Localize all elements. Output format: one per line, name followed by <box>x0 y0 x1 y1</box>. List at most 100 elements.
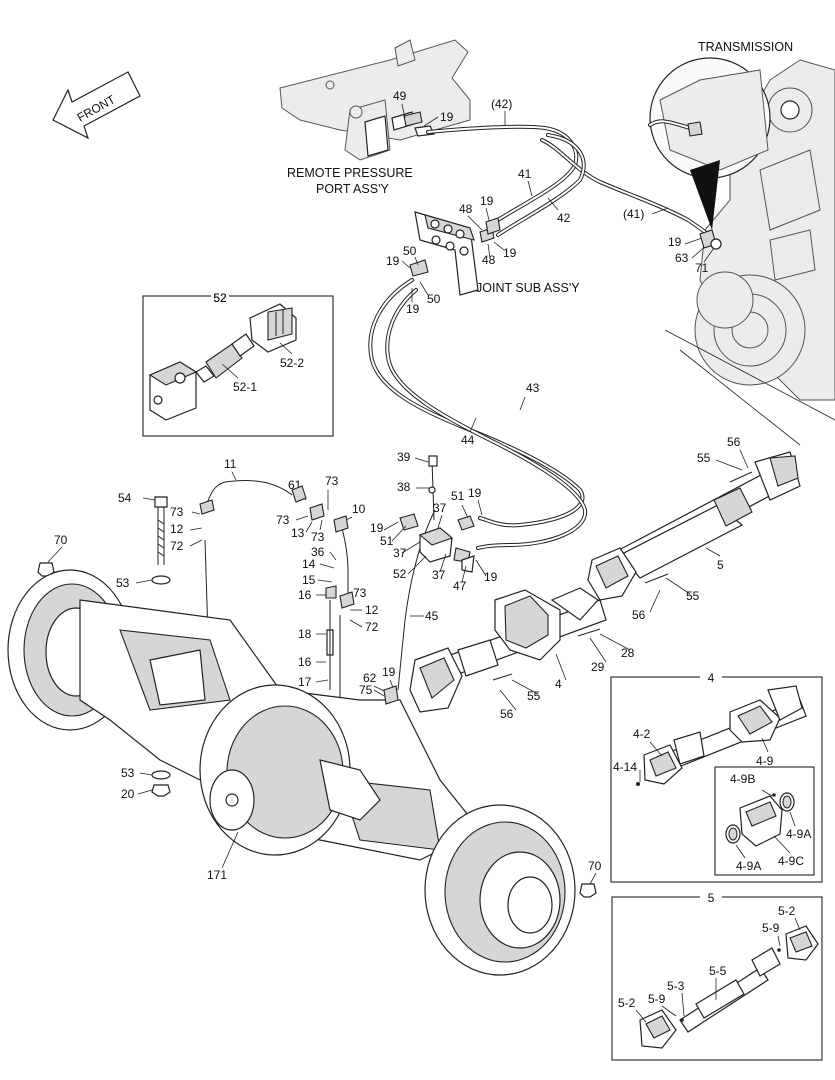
callout: 16 <box>298 588 312 602</box>
inset-4-sub-parts <box>725 792 795 847</box>
inset-4-label-4-2: 4-2 <box>633 727 651 741</box>
callout: 19 <box>370 521 384 535</box>
callout: 38 <box>397 480 411 494</box>
callout: 14 <box>302 557 316 571</box>
bolt-54 <box>37 496 597 898</box>
callout: 62 <box>363 671 377 685</box>
hose-42-upper <box>426 124 714 240</box>
callout: 51 <box>380 534 394 548</box>
callout: 16 <box>298 655 312 669</box>
inset-52-title: 52 <box>213 291 227 305</box>
callout: 20 <box>121 787 135 801</box>
callout: 19 <box>668 235 682 249</box>
callout: 50 <box>403 244 417 258</box>
callout: 55 <box>527 689 541 703</box>
callout: 19 <box>440 110 454 124</box>
inset-5-label-5-3: 5-3 <box>667 979 685 993</box>
callout: 49 <box>393 89 407 103</box>
inset-4-label-4-9a-right: 4-9A <box>786 827 811 841</box>
callout: 44 <box>461 433 475 447</box>
callout: 13 <box>291 526 305 540</box>
callout: 15 <box>302 573 316 587</box>
callout: 52 <box>393 567 407 581</box>
callout: 37 <box>433 501 447 515</box>
callout: 50 <box>427 292 441 306</box>
callout: 55 <box>686 589 700 603</box>
axle-assembly <box>7 569 576 976</box>
inset-4-label-4-9b: 4-9B <box>730 772 755 786</box>
inset-4-label-4-9c: 4-9C <box>778 854 804 868</box>
callout: 39 <box>397 450 411 464</box>
callout: 11 <box>224 457 237 471</box>
caption-remote-line2: PORT ASS'Y <box>316 182 389 196</box>
inset-5-label-5-9-bottom: 5-9 <box>648 992 666 1006</box>
caption-transmission: TRANSMISSION <box>698 40 793 54</box>
callout: 37 <box>432 568 446 582</box>
inset-5-label-5-9-top: 5-9 <box>762 921 780 935</box>
callout: 17 <box>298 675 312 689</box>
callout: 43 <box>526 381 540 395</box>
callout: 56 <box>727 435 741 449</box>
drive-shaft-5 <box>587 451 801 601</box>
callout: 19 <box>386 254 400 268</box>
inset-5-label-5-5: 5-5 <box>709 964 727 978</box>
callout: 70 <box>54 533 68 547</box>
inset-4-parts <box>636 685 807 786</box>
callout: 19 <box>382 665 396 679</box>
inset-5-label-5-2-top: 5-2 <box>778 904 796 918</box>
callout: 4 <box>555 677 562 691</box>
callout: 55 <box>697 451 711 465</box>
inset-5-leaders <box>635 917 801 1023</box>
callout: 48 <box>459 202 473 216</box>
callout: 36 <box>311 545 325 559</box>
callout: 37 <box>393 546 407 560</box>
callout: (41) <box>623 207 644 221</box>
inset-52-label-1: 52-1 <box>233 380 257 394</box>
inset-4-label-4-14: 4-14 <box>613 760 637 774</box>
inset-4-leaders <box>639 737 796 859</box>
inset-4-sub-frame <box>714 766 815 876</box>
callout: 18 <box>298 627 312 641</box>
drive-shaft-4 <box>409 587 607 713</box>
callout-leaders <box>47 103 749 885</box>
callout: 48 <box>482 253 496 267</box>
front-arrow-icon <box>52 71 141 140</box>
callout: 72 <box>365 620 379 634</box>
callout: 19 <box>503 246 517 260</box>
caption-joint: JOINT SUB ASS'Y <box>476 281 580 295</box>
callout: 73 <box>325 474 339 488</box>
callout-labels: 49 19 (42) 41 42 (41) 19 63 71 48 19 19 … <box>54 89 741 882</box>
callout: 63 <box>675 251 689 265</box>
callout: (42) <box>491 97 512 111</box>
inset-4-label-4-9: 4-9 <box>756 754 774 768</box>
callout: 54 <box>118 491 132 505</box>
callout: 19 <box>406 302 420 316</box>
callout: 19 <box>480 194 494 208</box>
inset-52-title-text: 52 <box>213 291 227 305</box>
callout: 19 <box>484 570 498 584</box>
fittings <box>199 217 722 705</box>
callout: 28 <box>621 646 635 660</box>
callout: 45 <box>425 609 439 623</box>
callout: 19 <box>468 486 482 500</box>
inset-4-label-4-9a-left: 4-9A <box>736 859 761 873</box>
inset-4-title: 4 <box>708 671 715 685</box>
callout: 47 <box>453 579 467 593</box>
inset-52-label-2: 52-2 <box>280 356 304 370</box>
valve-block <box>399 455 475 573</box>
inset-52-frame <box>142 295 334 437</box>
callout: 12 <box>365 603 379 617</box>
callout: 41 <box>518 167 532 181</box>
callout: 53 <box>121 766 135 780</box>
inset-5-label-5-2-bottom: 5-2 <box>618 996 636 1010</box>
callout: 5 <box>717 558 724 572</box>
caption-remote-line1: REMOTE PRESSURE <box>287 166 413 180</box>
transmission-callout-circle <box>648 57 835 446</box>
hose-43-44 <box>368 278 588 550</box>
front-arrow: FRONT <box>52 71 141 140</box>
callout: 73 <box>276 513 290 527</box>
callout: 71 <box>695 261 709 275</box>
callout: 171 <box>207 868 227 882</box>
callout: 56 <box>632 608 646 622</box>
callout: 29 <box>591 660 605 674</box>
